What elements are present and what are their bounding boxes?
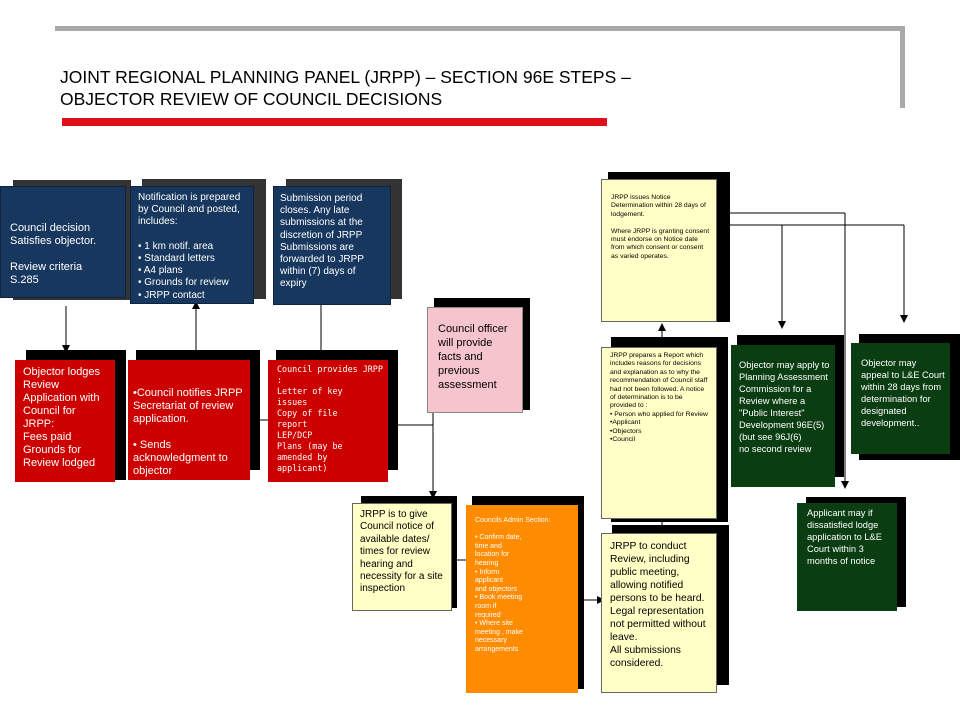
- applicant-dissatisfied-box: Applicant may if dissatisfied lodge appl…: [797, 503, 897, 611]
- objector-appeal-box: Objector may appeal to L&E Court within …: [851, 343, 950, 454]
- notifies-item-2: • Sends acknowledgment to objector: [133, 439, 228, 477]
- title-accent-bar: [62, 118, 607, 126]
- notifies-item-1: •Council notifies JRPP Secretariat of re…: [133, 387, 243, 425]
- jrpp-give-notice-box: JRPP is to give Council notice of availa…: [352, 503, 452, 611]
- jrpp-report-box: JRPP prepares a Report which includes re…: [601, 347, 717, 519]
- page-title: JOINT REGIONAL PLANNING PANEL (JRPP) – S…: [60, 66, 890, 110]
- objector-lodges-box: Objector lodges Review Application with …: [15, 360, 115, 482]
- council-officer-box: Council officer will provide facts and p…: [427, 307, 523, 413]
- submission-period-box: Submission period closes. Any late submi…: [273, 186, 391, 305]
- page-title-line-1: JOINT REGIONAL PLANNING PANEL (JRPP) – S…: [60, 67, 631, 87]
- councils-admin-box: Councils Admin Section: • Confirm date, …: [466, 505, 578, 693]
- council-decision-box: Council decision Satisfies objector. Rev…: [0, 186, 126, 298]
- notification-box: Notification is prepared by Council and …: [130, 186, 254, 304]
- council-provides-box: Council provides JRPP : Letter of key is…: [268, 360, 388, 482]
- header-panel: [51, 31, 900, 109]
- council-notifies-box: •Council notifies JRPP Secretariat of re…: [128, 360, 250, 480]
- jrpp-notice-determination-box: JRPP issues Notice Determination within …: [601, 179, 717, 322]
- jrpp-conduct-box: JRPP to conduct Review, including public…: [601, 533, 717, 693]
- objector-pac-box: Objector may apply to Planning Assessmen…: [731, 345, 835, 487]
- page-title-line-2: OBJECTOR REVIEW OF COUNCIL DECISIONS: [60, 89, 443, 109]
